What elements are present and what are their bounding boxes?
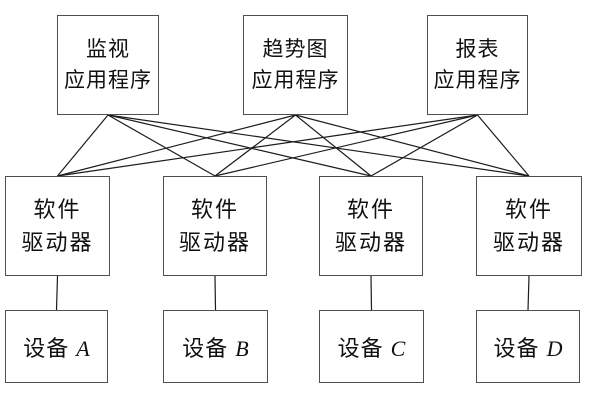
app-label-line: 监视 — [86, 37, 130, 61]
driver-node-1: 软件 驱动器 — [5, 176, 110, 276]
device-prefix: 设备 — [23, 335, 70, 361]
driver-label-line: 软件 — [504, 197, 553, 222]
app-node-monitoring: 监视 应用程序 — [57, 15, 159, 115]
driver-label-line: 驱动器 — [334, 230, 407, 255]
driver-label-line: 软件 — [346, 197, 395, 222]
app-node-report: 报表 应用程序 — [427, 15, 528, 115]
device-letter: D — [546, 335, 563, 361]
driver-label-line: 软件 — [190, 197, 239, 222]
app-label-line: 应用程序 — [64, 68, 152, 92]
device-letter: B — [235, 335, 249, 361]
app-label-line: 应用程序 — [251, 68, 340, 92]
driver-node-2: 软件 驱动器 — [163, 176, 267, 276]
driver-node-4: 软件 驱动器 — [476, 176, 582, 276]
driver-node-3: 软件 驱动器 — [319, 176, 423, 276]
app-label-line: 趋势图 — [262, 37, 329, 61]
device-prefix: 设备 — [337, 335, 384, 361]
driver-label-line: 软件 — [33, 197, 82, 222]
device-prefix: 设备 — [493, 335, 540, 361]
app-node-trend-chart: 趋势图 应用程序 — [243, 15, 348, 115]
device-prefix: 设备 — [182, 335, 229, 361]
driver-label-line: 驱动器 — [21, 230, 94, 255]
app-label-line: 应用程序 — [433, 68, 522, 92]
driver-label-line: 驱动器 — [492, 230, 565, 255]
device-letter: C — [390, 335, 406, 361]
driver-label-line: 驱动器 — [178, 230, 251, 255]
device-letter: A — [76, 335, 90, 361]
app-label-line: 报表 — [455, 37, 500, 61]
